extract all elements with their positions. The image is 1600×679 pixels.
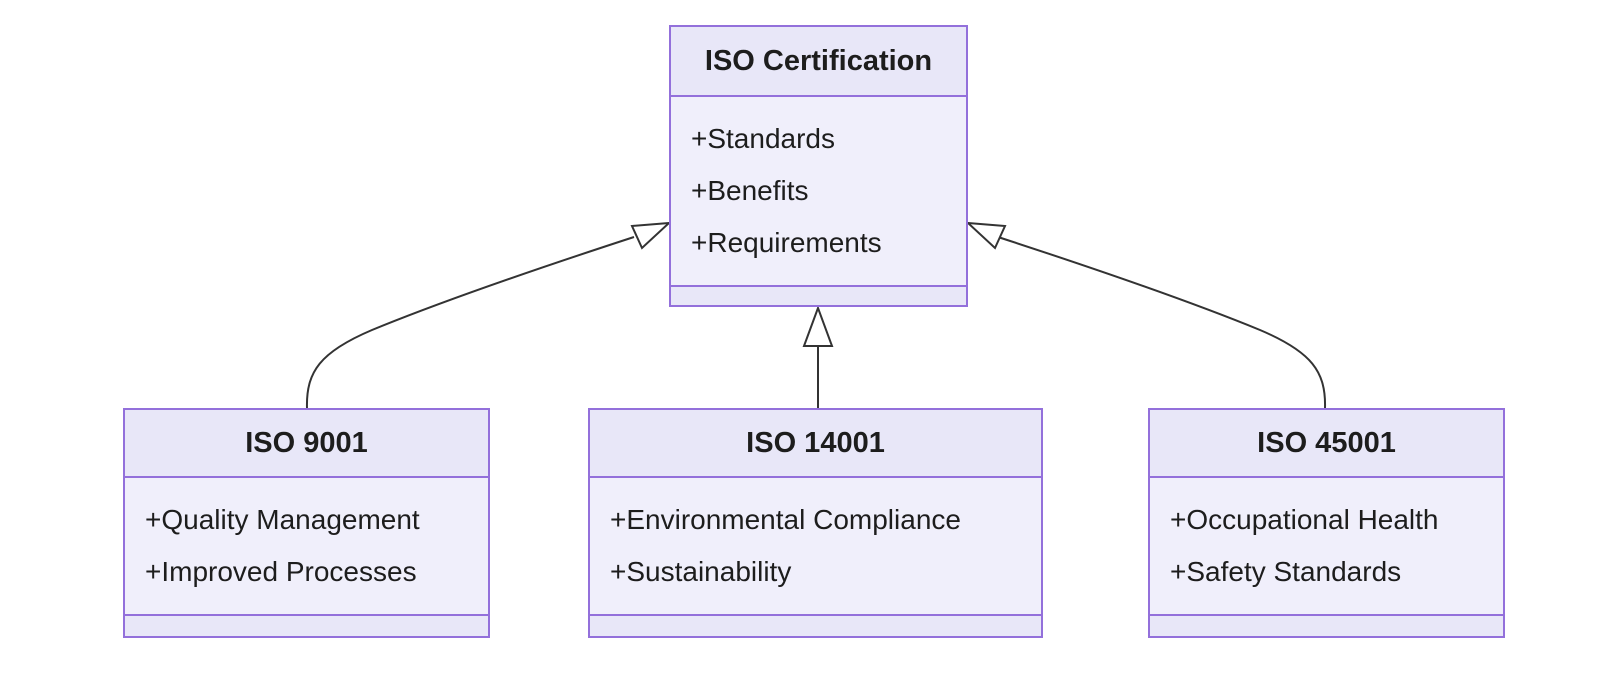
class-attribute: +Benefits	[691, 175, 809, 206]
inheritance-arrowhead-icon	[802, 305, 834, 347]
inheritance-arrow-iso-14001	[802, 305, 834, 408]
class-attribute: +Sustainability	[610, 556, 792, 587]
class-methods-empty	[1150, 614, 1503, 636]
class-methods-empty	[590, 614, 1041, 636]
class-methods-empty	[671, 285, 966, 305]
class-title: ISO Certification	[671, 27, 966, 97]
class-box-iso-9001: ISO 9001 +Quality Management +Improved P…	[123, 408, 490, 638]
inheritance-arrowhead-icon	[630, 221, 672, 250]
class-box-iso-45001: ISO 45001 +Occupational Health +Safety S…	[1148, 408, 1505, 638]
class-attribute: +Requirements	[691, 227, 882, 258]
class-attributes: +Standards +Benefits +Requirements	[671, 97, 966, 285]
inheritance-arrowhead-icon	[965, 221, 1007, 250]
class-title: ISO 9001	[125, 410, 488, 478]
class-attribute: +Environmental Compliance	[610, 504, 961, 535]
class-attribute: +Standards	[691, 123, 835, 154]
class-title: ISO 45001	[1150, 410, 1503, 478]
inheritance-arrow-iso-45001	[965, 221, 1327, 409]
class-attribute: +Improved Processes	[145, 556, 417, 587]
inheritance-arrow-iso-9001	[305, 221, 672, 409]
class-attribute: +Occupational Health	[1170, 504, 1439, 535]
class-attributes: +Occupational Health +Safety Standards	[1150, 478, 1503, 614]
class-attributes: +Environmental Compliance +Sustainabilit…	[590, 478, 1041, 614]
class-title: ISO 14001	[590, 410, 1041, 478]
class-attribute: +Safety Standards	[1170, 556, 1402, 587]
class-methods-empty	[125, 614, 488, 636]
class-box-iso-14001: ISO 14001 +Environmental Compliance +Sus…	[588, 408, 1043, 638]
class-box-iso-certification: ISO Certification +Standards +Benefits +…	[669, 25, 968, 307]
class-attribute: +Quality Management	[145, 504, 420, 535]
class-attributes: +Quality Management +Improved Processes	[125, 478, 488, 614]
